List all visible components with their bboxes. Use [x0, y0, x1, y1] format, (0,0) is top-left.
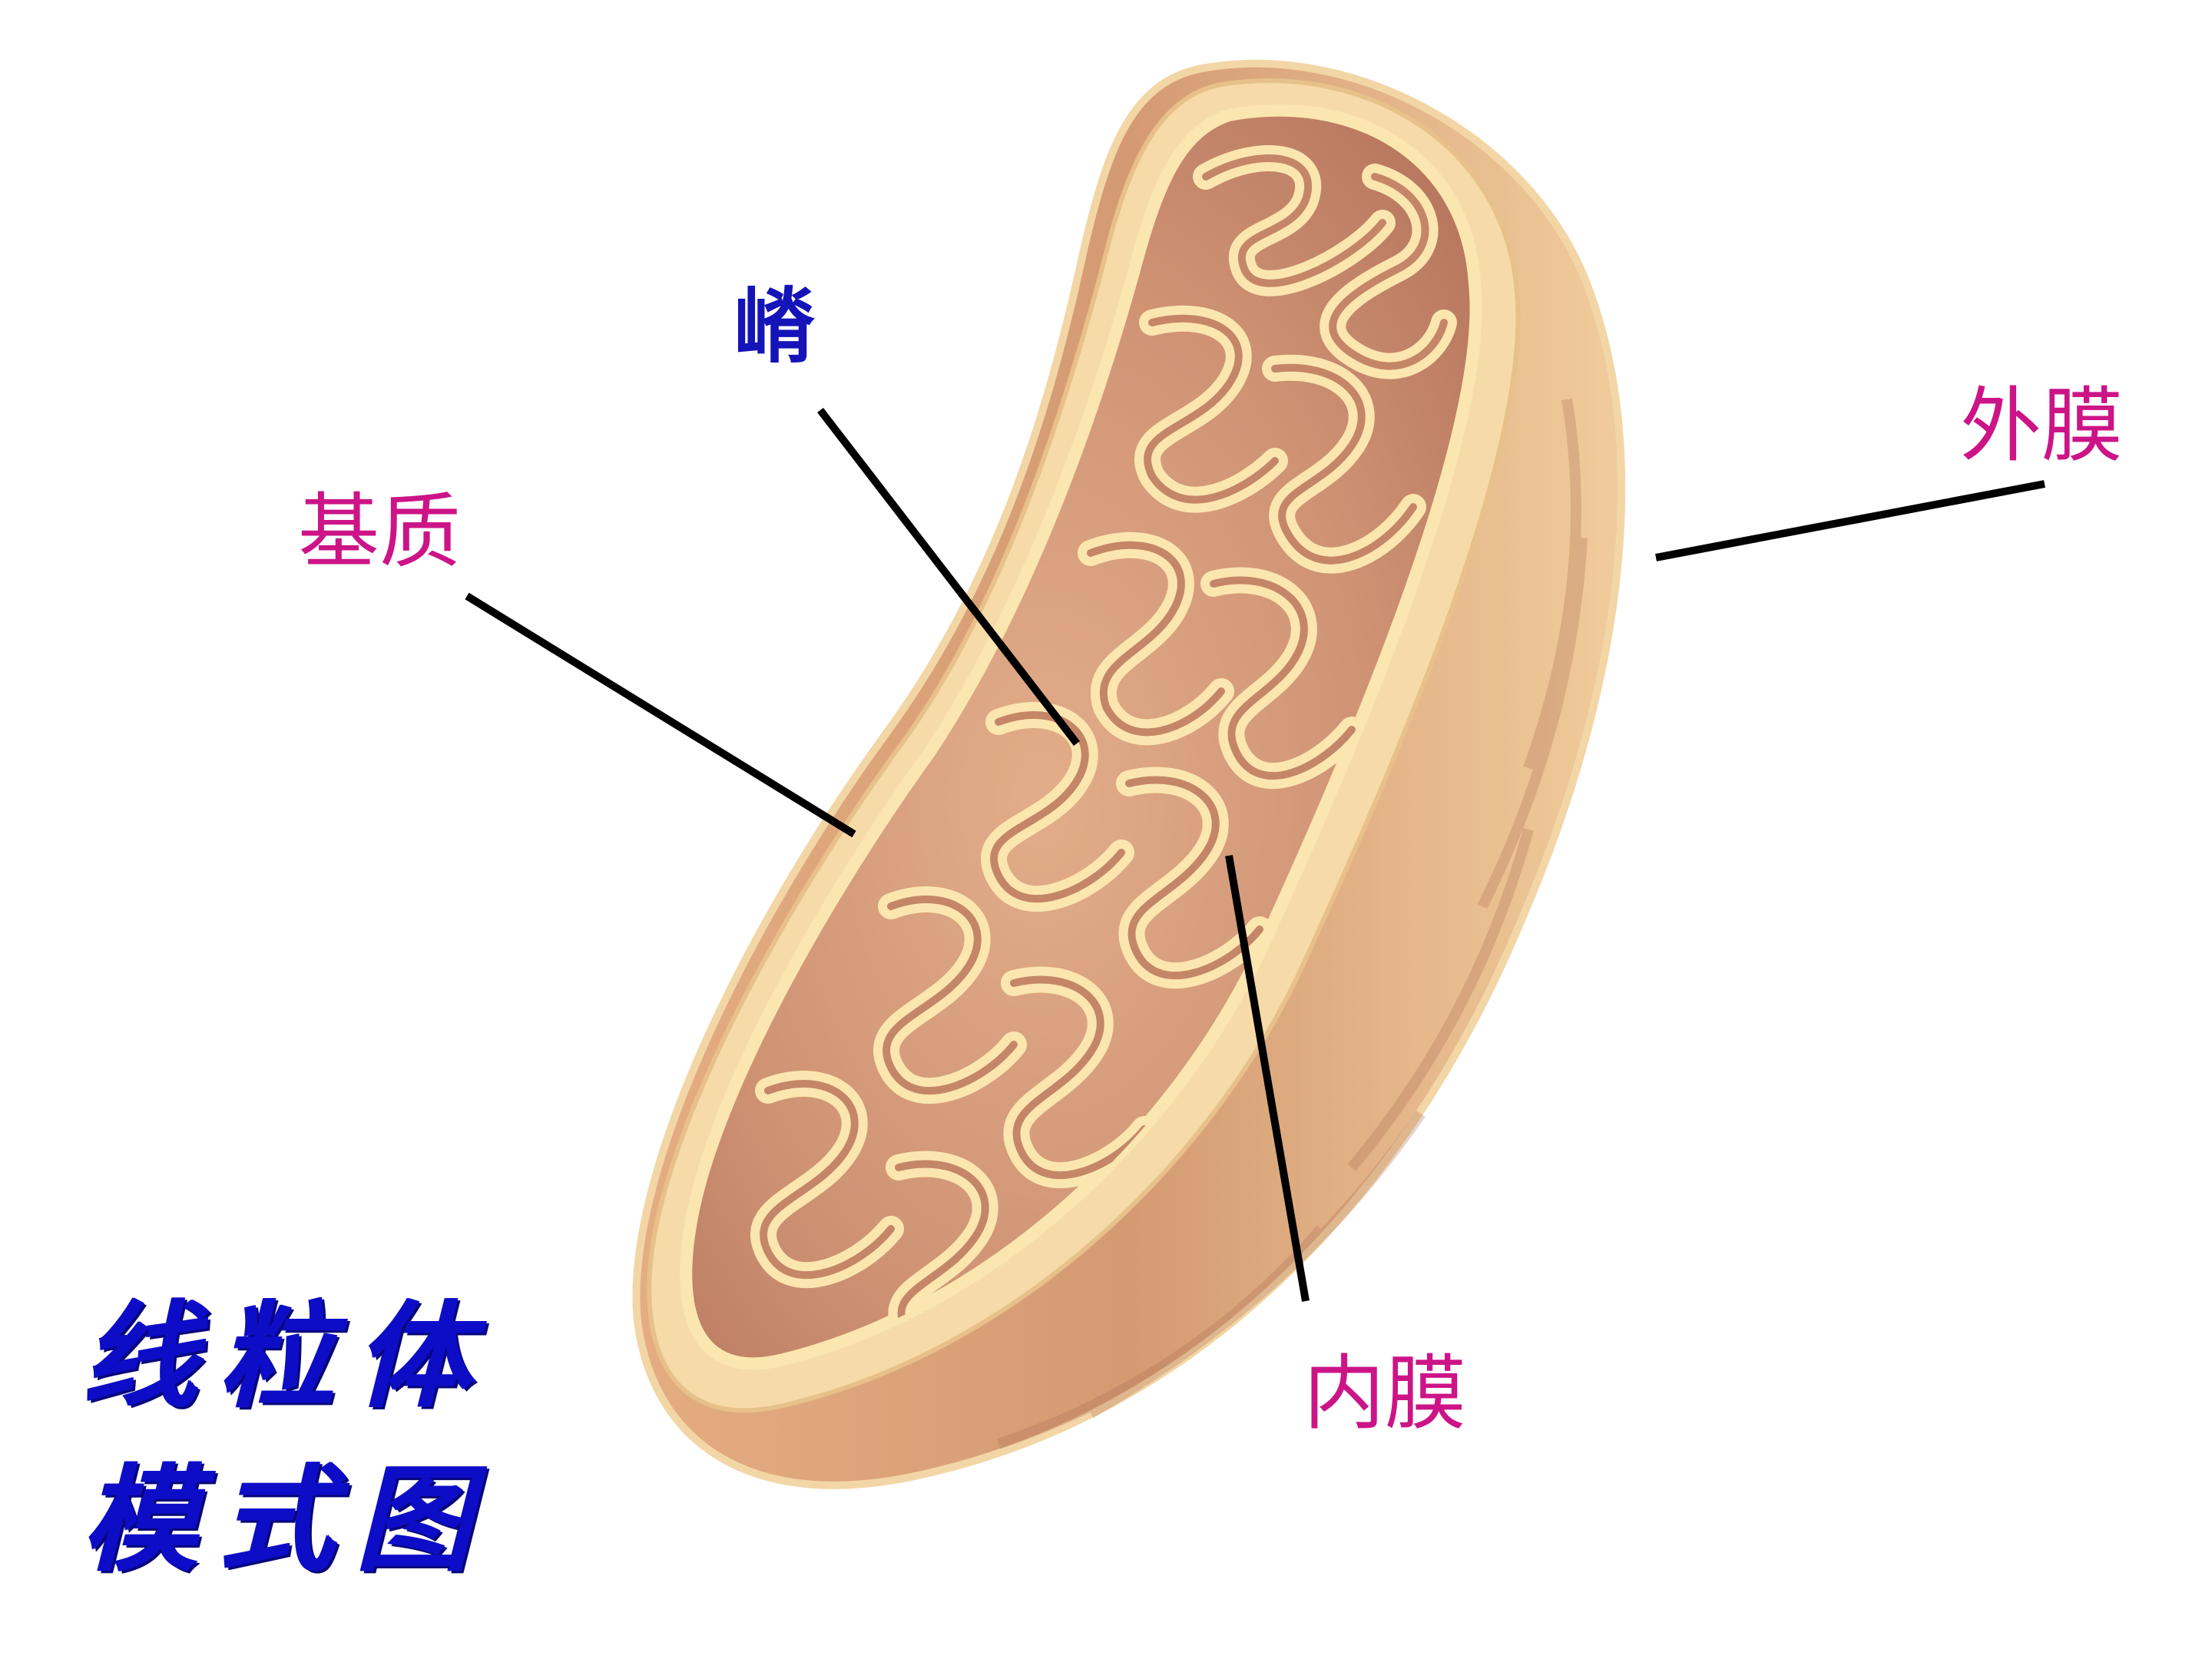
leader-line-outer-membrane — [1655, 480, 2045, 561]
diagram-title: 线粒体 模式图 — [83, 1275, 493, 1602]
leader-line-matrix — [465, 592, 856, 838]
leader-line-crista — [817, 407, 1080, 747]
leader-line-inner-membrane — [1225, 855, 1310, 1302]
label-outer-membrane: 外膜 — [1960, 379, 2123, 473]
label-crista: 嵴 — [733, 278, 815, 374]
cristae-folds — [750, 145, 1457, 1342]
title-line-1: 线粒体 — [83, 1289, 494, 1424]
side-wall-shading — [996, 398, 1588, 1449]
label-matrix: 基质 — [298, 485, 461, 579]
label-inner-membrane: 内膜 — [1303, 1346, 1466, 1441]
title-line-2: 模式图 — [83, 1452, 494, 1588]
